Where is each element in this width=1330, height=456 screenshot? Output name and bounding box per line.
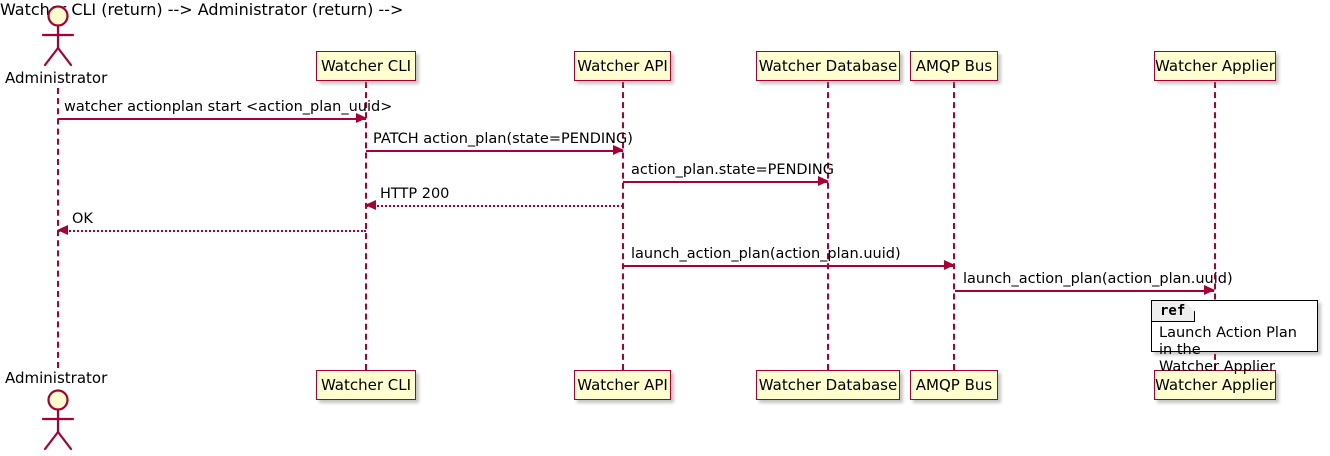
lifeline-watcher-cli xyxy=(365,82,367,370)
actor-administrator-bottom xyxy=(33,388,83,452)
message-label: launch_action_plan(action_plan.uuid) xyxy=(631,245,901,262)
arrowhead-right-icon xyxy=(356,113,367,123)
ref-fragment-text-line-1: Launch Action Plan in the xyxy=(1159,325,1297,358)
message-label: HTTP 200 xyxy=(380,185,450,202)
ref-fragment-body: Launch Action Plan in the Watcher Applie… xyxy=(1152,322,1317,376)
participant-watcher-api-top[interactable]: Watcher API xyxy=(574,51,671,81)
participant-amqp-bus-bottom[interactable]: AMQP Bus xyxy=(910,370,998,400)
participant-watcher-database-top[interactable]: Watcher Database xyxy=(756,51,900,81)
message-line xyxy=(366,150,623,152)
participant-watcher-database-bottom[interactable]: Watcher Database xyxy=(756,370,900,400)
participant-watcher-applier-top[interactable]: Watcher Applier xyxy=(1154,51,1276,81)
message-label: action_plan.state=PENDING xyxy=(631,161,834,178)
message-line xyxy=(366,205,623,207)
lifeline-amqp-bus xyxy=(953,82,955,370)
message-line xyxy=(623,265,954,267)
arrowhead-left-icon xyxy=(57,225,68,235)
message-label: launch_action_plan(action_plan.uuid) xyxy=(963,270,1233,287)
participant-amqp-bus-top[interactable]: AMQP Bus xyxy=(910,51,998,81)
ref-fragment-launch-action-plan[interactable]: ref Launch Action Plan in the Watcher Ap… xyxy=(1151,300,1318,375)
arrowhead-right-icon xyxy=(944,260,955,270)
arrowhead-right-icon xyxy=(818,176,829,186)
participant-watcher-cli-bottom[interactable]: Watcher CLI xyxy=(316,370,416,400)
actor-label-administrator-bottom: Administrator xyxy=(5,369,108,387)
actor-administrator-top xyxy=(33,4,83,68)
ref-fragment-tab-label: ref xyxy=(1152,301,1195,322)
arrowhead-right-icon xyxy=(1204,285,1215,295)
message-label: watcher actionplan start <action_plan_uu… xyxy=(64,98,393,115)
arrowhead-left-icon xyxy=(365,200,376,210)
participant-watcher-applier-bottom[interactable]: Watcher Applier xyxy=(1154,370,1276,400)
message-line xyxy=(58,230,366,232)
message-line xyxy=(58,118,366,120)
participant-watcher-api-bottom[interactable]: Watcher API xyxy=(574,370,671,400)
lifeline-watcher-database xyxy=(827,82,829,370)
message-line xyxy=(955,290,1214,292)
arrowhead-right-icon xyxy=(613,145,624,155)
actor-label-administrator-top: Administrator xyxy=(5,69,108,87)
message-line xyxy=(623,181,828,183)
message-label: OK xyxy=(72,210,93,227)
lifeline-watcher-api xyxy=(622,82,624,370)
lifeline-watcher-applier xyxy=(1214,82,1216,370)
ref-fragment-text-line-2: Watcher Applier xyxy=(1159,358,1275,375)
message-label: PATCH action_plan(state=PENDING) xyxy=(373,130,633,147)
participant-watcher-cli-top[interactable]: Watcher CLI xyxy=(316,51,416,81)
